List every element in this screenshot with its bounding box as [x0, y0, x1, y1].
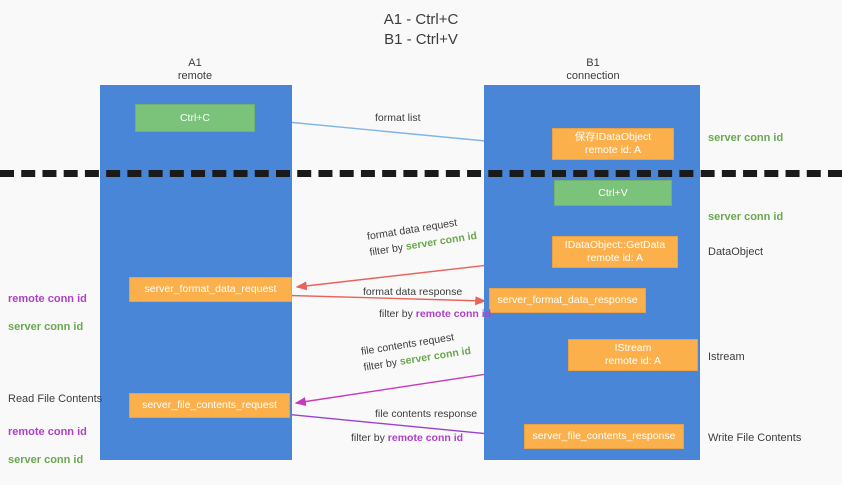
label-conn-ids-lower: remote conn id server conn id: [8, 411, 87, 481]
box-ctrl-c[interactable]: Ctrl+C: [135, 104, 255, 132]
label-read-file-contents: Read File Contents: [8, 393, 103, 405]
edge-label-format-list: format list: [375, 112, 421, 124]
box-idataobject-getdata[interactable]: IDataObject::GetData remote id: A: [552, 236, 678, 268]
edge-label-format-data-response: format data response filter by remote co…: [363, 285, 491, 322]
box-idataobject[interactable]: 保存IDataObject remote id: A: [552, 128, 674, 160]
label-remote-conn-id-upper: remote conn id: [8, 293, 87, 305]
label-server-conn-id-mid: server conn id: [708, 211, 784, 223]
label-dataobject: DataObject: [708, 246, 764, 258]
filter-value-remote-conn-id: remote conn id: [415, 308, 492, 320]
column-header-a1: A1 remote: [177, 57, 213, 82]
box-server-format-data-request[interactable]: server_format_data_request: [129, 277, 292, 302]
label-remote-conn-id-lower: remote conn id: [8, 426, 87, 438]
box-server-file-contents-response[interactable]: server_file_contents_response: [524, 424, 684, 449]
column-header-b1: B1 connection: [566, 57, 620, 82]
filter-prefix: filter by: [379, 308, 416, 320]
filter-value-remote-conn-id: remote conn id: [387, 432, 464, 444]
phase-divider: [0, 170, 842, 177]
page-title: A1 - Ctrl+C B1 - Ctrl+V: [383, 11, 459, 48]
label-write-file-contents: Write File Contents: [708, 432, 802, 444]
box-istream[interactable]: IStream remote id: A: [568, 339, 698, 371]
box-server-format-data-response[interactable]: server_format_data_response: [489, 288, 646, 313]
label-conn-ids-upper: remote conn id server conn id: [8, 278, 87, 348]
box-server-file-contents-request[interactable]: server_file_contents_request: [129, 393, 290, 418]
filter-prefix: filter by: [351, 432, 388, 444]
edge-label-format-data-response-filter: filter by remote conn id: [379, 307, 491, 322]
label-server-conn-id-lower: server conn id: [8, 454, 84, 466]
edge-label-file-contents-response-text: file contents response: [375, 408, 478, 420]
edge-label-file-contents-response: file contents response filter by remote …: [351, 407, 478, 446]
label-server-conn-id-top: server conn id: [708, 132, 784, 144]
label-istream: Istream: [708, 351, 745, 363]
edge-label-file-contents-request: file contents request filter by server c…: [360, 328, 472, 376]
box-ctrl-v[interactable]: Ctrl+V: [554, 180, 672, 206]
edge-label-format-data-request: format data request filter by server con…: [366, 213, 478, 261]
label-server-conn-id-upper: server conn id: [8, 321, 84, 333]
edge-label-format-data-response-text: format data response: [363, 286, 463, 298]
edge-label-file-contents-response-filter: filter by remote conn id: [351, 431, 477, 446]
